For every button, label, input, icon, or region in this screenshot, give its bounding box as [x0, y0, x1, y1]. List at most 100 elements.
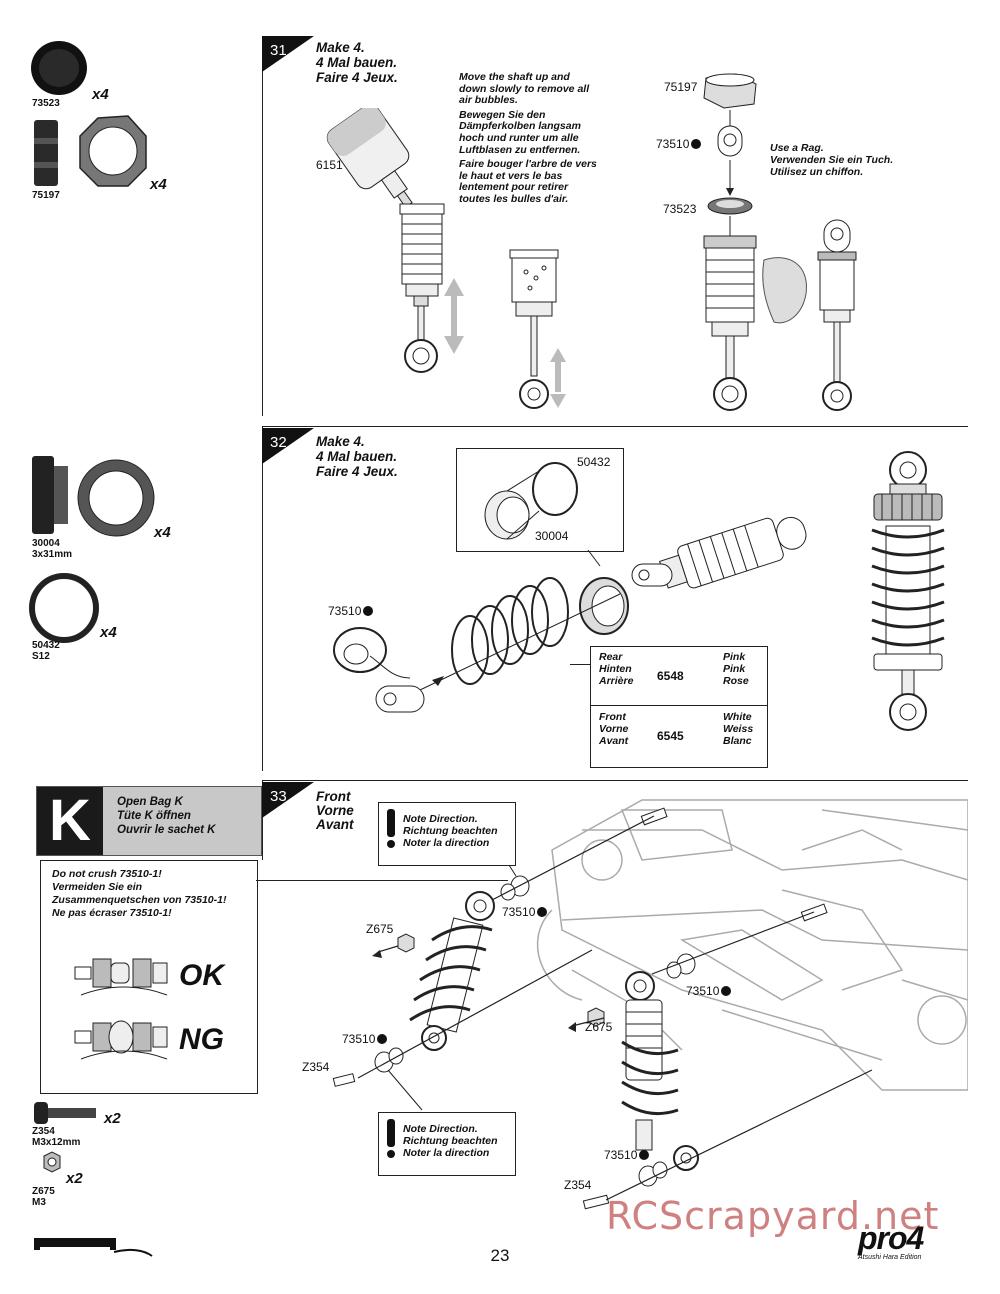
oil-bottle-icon — [326, 108, 413, 208]
spring-table-divider — [591, 705, 767, 706]
exclamation-icon — [387, 809, 395, 848]
step31-badge: 31 — [262, 36, 314, 72]
part-code-73523: 73523 — [32, 98, 60, 109]
spring-icon — [451, 577, 569, 685]
step33-chassis-illustration — [332, 799, 968, 1210]
assembled-shock-icon — [817, 219, 857, 411]
ok-label: OK — [179, 959, 224, 992]
bag-instructions: Open Bag K Tüte K öffnen Ouvrir le sache… — [117, 796, 216, 836]
step32-badge: 32 — [262, 428, 314, 464]
step32-spring-assembly-illustration — [333, 516, 807, 713]
ok-assembly-icon — [74, 958, 168, 996]
ng-assembly-icon — [74, 1020, 168, 1060]
part-qty-73523: x4 — [92, 86, 109, 103]
rag-instructions: Use a Rag. Verwenden Sie ein Tuch. Utili… — [770, 142, 894, 178]
label-z675-b: Z675 — [585, 1020, 613, 1034]
completed-shock-illustration — [871, 451, 945, 731]
step33-title: Front Vorne Avant — [316, 789, 354, 832]
oring-part-label: 73523 — [663, 202, 697, 216]
step31-bubbles-illustration — [509, 249, 566, 409]
mount-dot-icon — [691, 139, 702, 149]
hpi-racing-logo — [34, 1236, 154, 1262]
front-shock-right-icon — [621, 971, 699, 1171]
assembly-lines — [357, 815, 873, 1201]
exclamation-icon-2 — [387, 1119, 395, 1158]
rod-end-icon — [631, 563, 673, 587]
part-qty-50432: x4 — [100, 624, 117, 641]
ng-label: NG — [179, 1023, 224, 1056]
part-z354-icon — [34, 1102, 48, 1124]
table-pointer — [570, 664, 590, 665]
label-73510-d: 73510 — [604, 1148, 650, 1162]
step31-instructions: Move the shaft up and down slowly to rem… — [459, 71, 597, 205]
part-50432-icon — [29, 573, 99, 643]
retainer-73510-label: 73510 — [328, 604, 374, 618]
ok-ng-illustration — [74, 958, 168, 1060]
parts-32-illustration — [29, 456, 155, 643]
shock-body-icon — [399, 203, 445, 373]
label-73510-c: 73510 — [342, 1032, 388, 1046]
rear-spring-code: 6548 — [657, 669, 684, 683]
lower-rod-end-icon — [375, 685, 425, 713]
step32-top-line — [262, 426, 968, 427]
part-qty-30004: x4 — [154, 524, 171, 541]
collar-30004-label: 30004 — [535, 529, 569, 543]
part-75197-side-icon — [34, 120, 58, 186]
step32-divider — [262, 426, 263, 771]
parts-31-illustration — [31, 41, 147, 187]
step33-top-line — [262, 780, 968, 781]
step31-cap-assembly-illustration — [703, 73, 857, 411]
warning-pointer-line — [256, 880, 508, 881]
part-qty-z675: x2 — [66, 1170, 83, 1187]
mount-part-label: 73510 — [656, 137, 702, 151]
part-qty-z354: x2 — [104, 1110, 121, 1127]
front-shock-left-icon — [409, 891, 495, 1051]
chassis-outline-icon — [536, 799, 968, 1091]
step32-title: Make 4. 4 Mal bauen. Faire 4 Jeux. — [316, 434, 398, 479]
oring-collar-inset: 50432 30004 — [456, 448, 624, 552]
label-z354-b: Z354 — [564, 1178, 592, 1192]
hpi-logo-icon — [34, 1238, 153, 1257]
label-73510-b: 73510 — [686, 984, 732, 998]
part-qty-75197: x4 — [150, 176, 167, 193]
pro4-logo: pro4 Atsushi Hara Edition — [858, 1220, 924, 1261]
bag-letter: K — [37, 787, 103, 855]
step31-divider — [262, 36, 263, 416]
step31-oil-fill-illustration — [326, 108, 464, 373]
parts-33-illustration — [34, 1102, 96, 1173]
rag-icon — [762, 257, 807, 324]
oring-50432-label: 50432 — [577, 455, 611, 469]
part-30004-side-icon — [32, 456, 54, 534]
up-down-arrow-icon — [444, 278, 464, 354]
watermark-text: RCScrapyard.net — [606, 1194, 940, 1238]
crush-warning-box: Do not crush 73510-1! Vermeiden Sie ein … — [40, 860, 258, 1094]
cap-part-label: 75197 — [664, 80, 698, 94]
retainer-dot-icon — [363, 606, 374, 616]
angled-shock-body-icon — [658, 516, 807, 589]
step33-badge: 33 — [262, 782, 314, 818]
step31-title: Make 4. 4 Mal bauen. Faire 4 Jeux. — [316, 40, 398, 85]
part-code-75197: 75197 — [32, 190, 60, 201]
front-spring-code: 6545 — [657, 729, 684, 743]
label-z354-a: Z354 — [302, 1060, 330, 1074]
oring-collar-icon — [484, 462, 578, 540]
bag-k-banner: K Open Bag K Tüte K öffnen Ouvrir le sac… — [36, 786, 262, 856]
page-number: 23 — [490, 1246, 510, 1265]
step33-divider — [262, 780, 263, 860]
oil-part-label: 6151 — [316, 158, 343, 172]
crush-warning-text: Do not crush 73510-1! Vermeiden Sie ein … — [52, 868, 227, 919]
label-73510-a: 73510 — [502, 905, 548, 919]
up-down-arrow-2-icon — [550, 348, 566, 408]
label-z675-a: Z675 — [366, 922, 394, 936]
